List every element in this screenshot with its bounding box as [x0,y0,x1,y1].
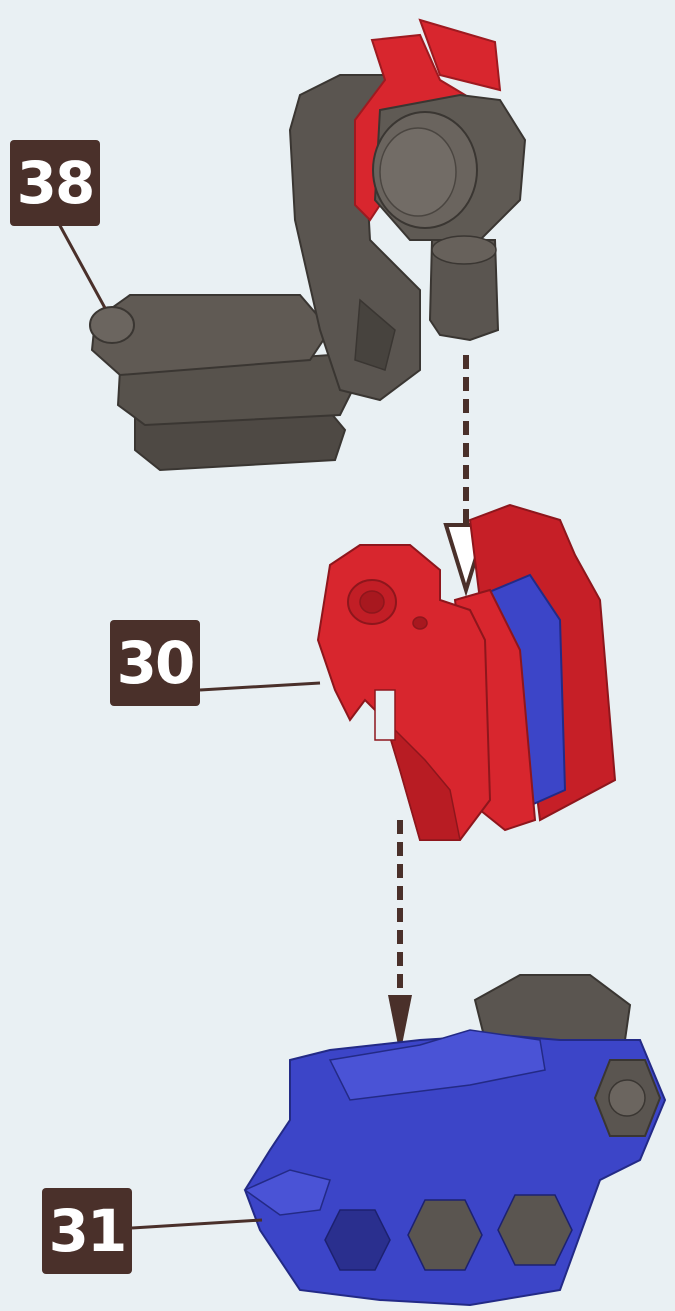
part-label-31: 31 [42,1188,132,1274]
part-31-blue-block [245,975,665,1305]
part-38-arm [90,20,525,470]
arrow-30-to-31 [388,820,412,1055]
part-label-30: 30 [110,620,200,706]
leader-line-30 [200,683,320,690]
leader-line-31 [132,1220,262,1228]
part-label-38: 38 [10,140,100,226]
leader-line-38 [58,222,105,308]
